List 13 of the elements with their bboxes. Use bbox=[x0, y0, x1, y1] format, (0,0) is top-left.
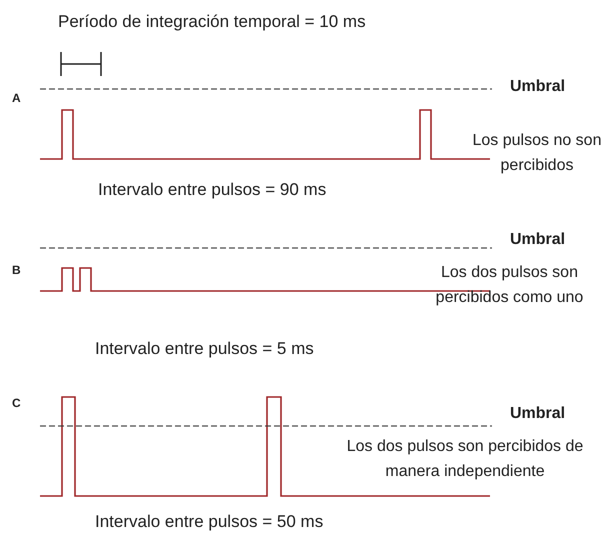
threshold-label: Umbral bbox=[510, 404, 566, 424]
threshold-label: Umbral bbox=[510, 230, 566, 250]
description-text: Los pulsos no son percibidos bbox=[472, 131, 602, 176]
period-label: Período de integración temporal = 10 ms bbox=[58, 11, 366, 33]
panel-letter: B bbox=[12, 262, 21, 279]
panel-letter: A bbox=[12, 90, 21, 107]
interval-label: Intervalo entre pulsos = 5 ms bbox=[95, 338, 314, 360]
description-text: Los dos pulsos son percibidos como uno bbox=[434, 263, 584, 308]
interval-label: Intervalo entre pulsos = 50 ms bbox=[95, 511, 324, 533]
threshold-label: Umbral bbox=[510, 77, 566, 97]
interval-label: Intervalo entre pulsos = 90 ms bbox=[98, 179, 326, 201]
description-text: Los dos pulsos son percibidos de manera independiente bbox=[346, 437, 584, 482]
panel-letter: C bbox=[12, 395, 21, 412]
